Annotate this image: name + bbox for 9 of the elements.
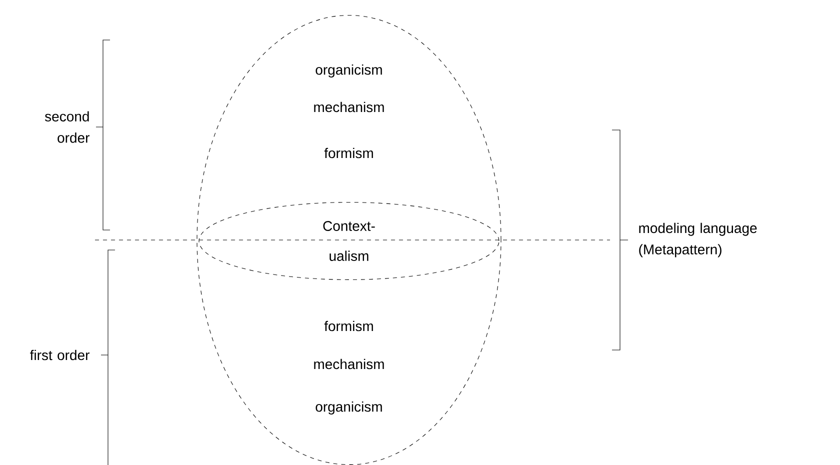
term-label: organicism: [316, 64, 382, 78]
term-label: organicism: [316, 401, 382, 415]
bracket-label: second order: [44, 111, 90, 143]
bracket-label: modeling language (Metapattern): [639, 222, 757, 258]
term-label: formism: [324, 320, 373, 332]
term-label: formism: [324, 148, 373, 158]
term-label: mechanism: [314, 102, 384, 112]
bracket-label: first order: [30, 350, 90, 360]
term-label: mechanism: [314, 358, 384, 370]
